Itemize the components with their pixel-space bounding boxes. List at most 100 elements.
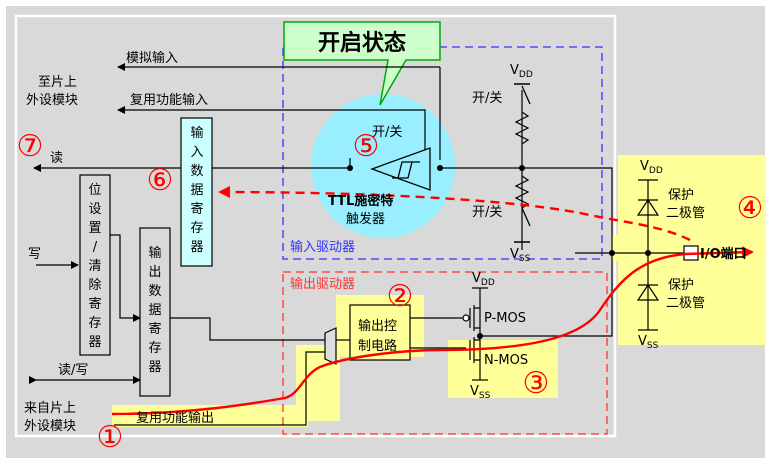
node-diode (645, 250, 651, 256)
label-alt-func-input: 复用功能输入 (130, 92, 208, 108)
bsrr-char-0: 位 (88, 183, 101, 198)
label-mos-vdd: VDD (472, 271, 495, 288)
input-data-char-3: 据 (190, 183, 203, 198)
input-data-char-4: 寄 (190, 201, 203, 217)
label-nmos: N-MOS (484, 353, 528, 368)
bsrr-char-1: 设 (88, 202, 101, 217)
pmos-leads (474, 307, 480, 329)
labels: 至片上 外设模块 模拟输入 复用功能输入 读 写 读/写 来自片上 外设模块 复… (24, 50, 747, 434)
schmitt-triangle (370, 147, 431, 191)
label-analog-input: 模拟输入 (126, 50, 178, 66)
protection-diodes (636, 179, 660, 331)
label-to-peripheral-2: 外设模块 (26, 93, 78, 108)
wire-analog-input (118, 67, 441, 160)
open-state-callout (283, 21, 441, 106)
label-pull-vss: VSS (510, 247, 531, 264)
label-diode-top-1: 保护 (668, 188, 694, 203)
wire-input-bus (440, 167, 613, 253)
step-marker-5: ⑤ (353, 129, 380, 164)
label-from-peripheral-2: 外设模块 (24, 419, 76, 434)
output-data-register (139, 227, 171, 397)
label-read-write: 读/写 (58, 363, 88, 378)
signal-path-input (218, 186, 691, 242)
step-marker-2: ② (387, 279, 414, 314)
node-io (609, 250, 615, 256)
bsrr-char-4: 清 (88, 259, 101, 274)
output-data-char-3: 据 (148, 303, 161, 318)
output-mux (324, 327, 337, 365)
output-data-char-2: 数 (148, 284, 161, 299)
label-pmos: P-MOS (484, 311, 526, 326)
pulldown-switch (521, 207, 531, 227)
step-markers: ① ② ③ ④ ⑤ ⑥ ⑦ (17, 129, 764, 455)
wires (29, 67, 685, 426)
bsrr-char-2: 置 (88, 221, 101, 236)
input-data-char-6: 器 (190, 240, 203, 255)
label-schmitt-2: 触发器 (346, 211, 385, 227)
highlight-alt-out (112, 405, 308, 427)
input-driver-box (282, 46, 603, 260)
label-switch-pd: 开/关 (472, 205, 502, 220)
input-data-char-1: 入 (190, 145, 203, 160)
label-write: 写 (28, 247, 41, 262)
wire-alt-func-input (117, 106, 426, 158)
open-state-title: 开启状态 (318, 30, 406, 56)
label-read: 读 (50, 151, 63, 166)
diode-top-symbol (636, 198, 660, 216)
pulldown-resistor (514, 175, 530, 209)
node-mos (477, 333, 483, 339)
bsrr-char-6: 寄 (88, 296, 101, 312)
label-control-2: 制电路 (358, 338, 397, 354)
signal-path-output (111, 246, 754, 416)
input-data-register (180, 117, 213, 267)
label-control-1: 输出控 (358, 318, 397, 334)
label-io-pin: I/O端口 (700, 246, 747, 262)
step-marker-7: ⑦ (17, 129, 44, 164)
step-marker-6: ⑥ (147, 163, 174, 198)
label-input-driver: 输入驱动器 (290, 239, 355, 255)
output-data-char-4: 寄 (148, 321, 161, 337)
schmitt-trigger (370, 147, 431, 191)
output-data-char-5: 存 (148, 341, 161, 356)
node-trigger-left (347, 165, 353, 171)
wire-odr-mux (170, 317, 325, 341)
wire-nodes (347, 165, 651, 339)
bit-set-reset-register (79, 174, 111, 356)
wire-alt-func-output (114, 351, 325, 426)
label-diode-vss: VSS (638, 334, 659, 351)
label-alt-func-output: 复用功能输出 (136, 410, 214, 426)
bsrr-char-3: / (93, 240, 98, 255)
diode-bottom-symbol (636, 283, 660, 301)
node-trigger-right (437, 165, 443, 171)
label-to-peripheral-1: 至片上 (38, 75, 77, 90)
label-diode-vdd: VDD (640, 159, 663, 176)
bsrr-char-5: 除 (88, 278, 101, 293)
label-diode-bottom-1: 保护 (668, 278, 694, 293)
label-schmitt-1: TTL施密特 (328, 193, 393, 209)
bsrr-char-7: 存 (88, 316, 101, 331)
step-marker-3: ③ (523, 366, 550, 401)
step-marker-1: ① (97, 420, 124, 455)
input-data-char-0: 输 (190, 125, 203, 141)
label-diode-bottom-2: 二极管 (666, 296, 705, 311)
wire-bsrr-out (108, 234, 141, 322)
label-switch-pu: 开/关 (472, 91, 502, 106)
output-data-char-6: 器 (148, 360, 161, 375)
register-labels: 输 入 数 据 寄 存 器 位 设 置 / 清 除 寄 存 器 输 出 数 据 … (88, 125, 203, 375)
input-data-char-5: 存 (190, 221, 203, 236)
bsrr-char-8: 器 (88, 335, 101, 350)
step-marker-4: ④ (737, 191, 764, 226)
output-driver-box (282, 271, 608, 435)
label-switch-top: 开/关 (372, 125, 402, 140)
input-data-char-2: 数 (190, 164, 203, 179)
chip-boundary (14, 14, 617, 438)
pullup-resistor (514, 111, 530, 145)
label-from-peripheral-1: 来自片上 (24, 401, 76, 416)
nmos-leads (474, 339, 480, 361)
label-diode-top-2: 二极管 (666, 206, 705, 221)
node-pull (519, 165, 525, 171)
pullup-switch (521, 85, 531, 105)
pmos-bubble (462, 314, 470, 322)
label-pull-vdd: VDD (510, 63, 533, 80)
